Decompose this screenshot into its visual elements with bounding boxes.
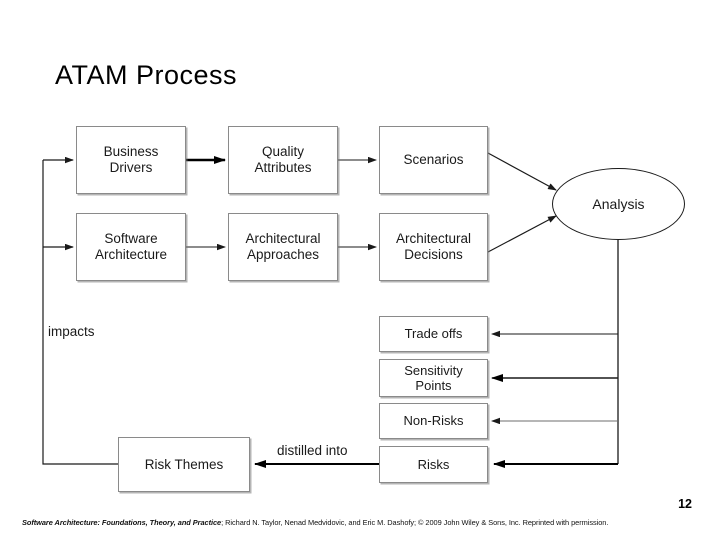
- node-scenarios[interactable]: Scenarios: [379, 126, 488, 194]
- edge-scenarios-to-analysis: [487, 152, 557, 191]
- node-sensitivity-points[interactable]: Sensitivity Points: [379, 359, 488, 397]
- page-number: 12: [678, 497, 692, 511]
- edge-risk-themes-feedback-rail: [42, 160, 118, 465]
- node-non-risks[interactable]: Non-Risks: [379, 403, 488, 439]
- node-trade-offs[interactable]: Trade offs: [379, 316, 488, 352]
- node-business-drivers[interactable]: Business Drivers: [76, 126, 186, 194]
- footer-credit-text: ; Richard N. Taylor, Nenad Medvidovic, a…: [221, 518, 609, 527]
- page-title: ATAM Process: [55, 60, 238, 90]
- footer-credit: Software Architecture: Foundations, Theo…: [22, 518, 608, 527]
- edge-architectural-decisions-to-analysis: [487, 215, 557, 253]
- node-software-architecture[interactable]: Software Architecture: [76, 213, 186, 281]
- node-architectural-approaches[interactable]: Architectural Approaches: [228, 213, 338, 281]
- node-risks[interactable]: Risks: [379, 446, 488, 483]
- node-quality-attributes[interactable]: Quality Attributes: [228, 126, 338, 194]
- edge-label-distilled-into: distilled into: [277, 443, 348, 458]
- node-risk-themes[interactable]: Risk Themes: [118, 437, 250, 492]
- footer-source-title: Software Architecture: Foundations, Theo…: [22, 518, 222, 527]
- edge-label-impacts: impacts: [48, 324, 95, 339]
- node-analysis[interactable]: Analysis: [552, 168, 685, 240]
- node-architectural-decisions[interactable]: Architectural Decisions: [379, 213, 488, 281]
